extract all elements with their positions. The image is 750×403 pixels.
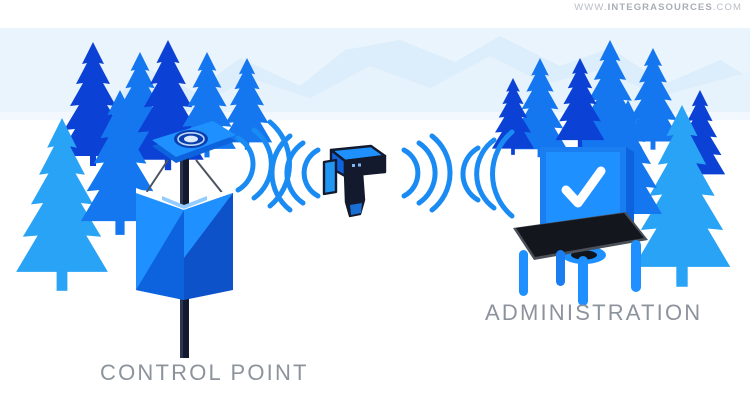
pine-tree <box>633 105 731 287</box>
watermark-suffix: .COM <box>712 2 742 13</box>
pine-tree <box>555 58 605 148</box>
scanner-indicator-lights <box>352 163 361 167</box>
desk-leg <box>578 256 588 306</box>
rfid-antenna-panel[interactable] <box>152 121 236 163</box>
pine-tree-group-back <box>59 40 726 182</box>
watermark-prefix: WWW. <box>574 2 608 13</box>
signal-arcs-left-facing <box>460 129 515 219</box>
pine-tree <box>625 48 681 150</box>
label-control-point: CONTROL POINT <box>100 360 309 385</box>
watermark-brand: INTEGRASOURCES <box>607 2 713 13</box>
desk-leg <box>631 240 641 292</box>
watermark: WWW.INTEGRASOURCES.COM <box>574 2 742 13</box>
pine-tree <box>178 52 236 158</box>
desk <box>513 212 648 306</box>
kiosk-body <box>136 188 233 300</box>
label-administration: ADMINISTRATION <box>485 300 703 325</box>
ground-shade <box>0 112 750 120</box>
signal-arcs-left-facing <box>269 133 321 213</box>
desk-leg <box>556 250 565 286</box>
desk-leg <box>519 250 528 296</box>
pine-tree <box>80 90 160 235</box>
rfid-logo <box>174 130 208 148</box>
scanner-body <box>322 144 387 218</box>
desk-top <box>516 213 644 257</box>
pine-tree <box>491 78 535 155</box>
signal-arcs-right-facing <box>401 133 453 213</box>
checkmark-icon <box>561 166 606 208</box>
pine-tree <box>16 118 108 291</box>
